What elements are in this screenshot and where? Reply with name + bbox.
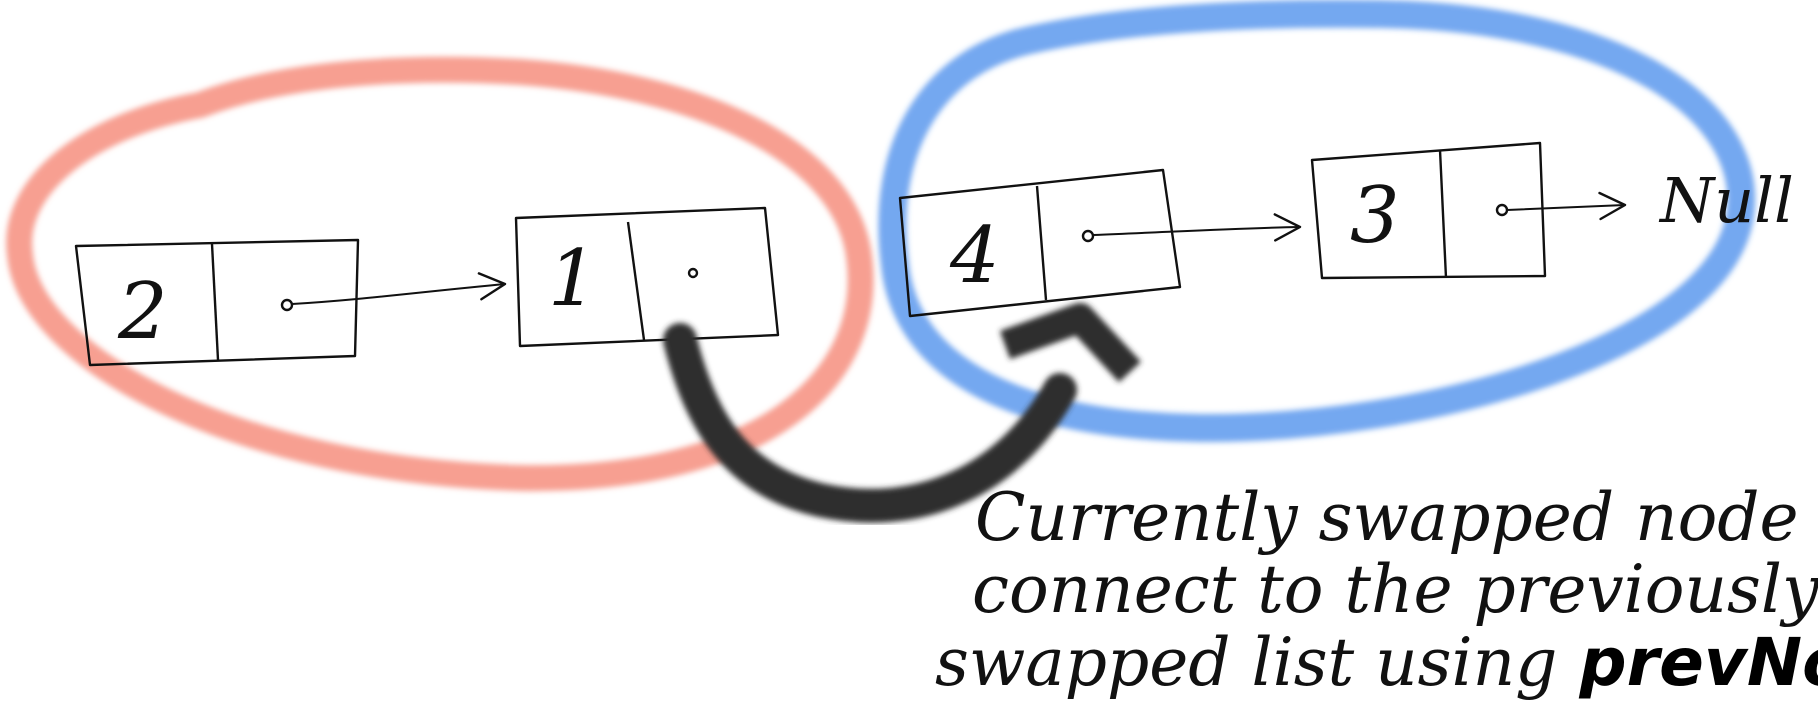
swap-arrow	[663, 303, 1142, 523]
node-value: 2	[117, 267, 168, 357]
explanation-note: Currently swapped node connect to the pr…	[935, 479, 1818, 701]
note-line-3-prefix: swapped list using	[935, 624, 1557, 701]
note-keyword: prevNode	[1578, 624, 1818, 701]
node-2: 2	[74, 238, 507, 367]
node-4: 4	[898, 168, 1302, 318]
note-line-2: connect to the previously	[972, 551, 1818, 628]
node-value: 1	[548, 234, 598, 324]
node-value: 3	[1350, 171, 1400, 261]
right-group-highlight	[878, 0, 1756, 443]
node-3: 3	[1310, 141, 1627, 280]
node-value: 4	[949, 211, 1000, 301]
left-group-highlight	[6, 56, 874, 492]
note-line-1: Currently swapped node	[975, 479, 1799, 556]
note-line-3: swapped list using prevNode	[935, 624, 1818, 701]
null-label: Null	[1658, 164, 1794, 237]
node-1: 1	[514, 206, 780, 348]
